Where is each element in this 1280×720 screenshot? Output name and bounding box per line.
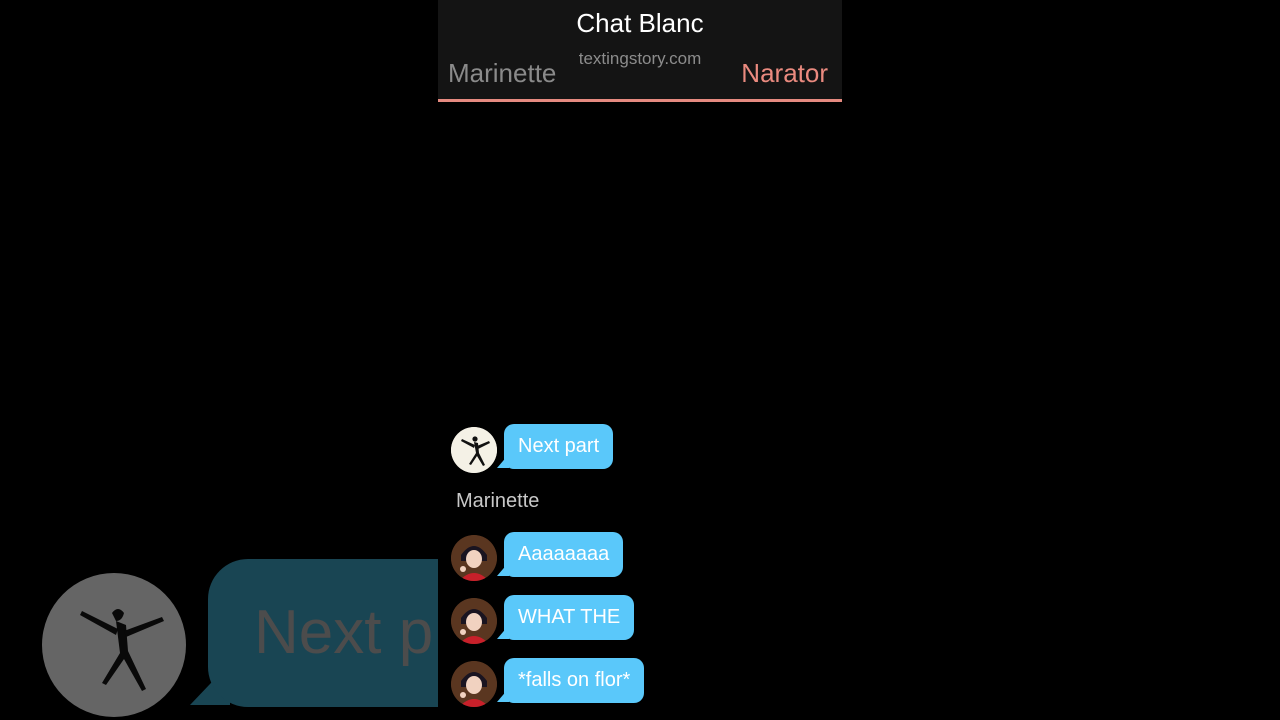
message-bubble: Next part — [504, 424, 614, 469]
site-watermark: textingstory.com — [578, 49, 702, 68]
message-bubble: Aaaaaaaa — [504, 532, 624, 577]
sender-label: Marinette — [456, 490, 540, 512]
tab-narator[interactable]: Narator — [741, 58, 828, 88]
dancer-avatar-icon — [451, 427, 497, 473]
chat-screen: Chat Blanc textingstory.com Marinette Na… — [438, 0, 842, 720]
dancer-avatar-icon — [42, 573, 186, 717]
header-divider — [438, 99, 842, 102]
tab-marinette[interactable]: Marinette — [448, 58, 557, 88]
background-bubble: Next p — [208, 559, 438, 707]
marinette-avatar-icon — [451, 535, 497, 581]
background-zoom: Next p — [0, 545, 438, 720]
message-bubble: WHAT THE — [504, 595, 635, 640]
marinette-avatar-icon — [451, 598, 497, 644]
chat-title: Chat Blanc — [576, 8, 704, 38]
message-bubble: *falls on flor* — [504, 658, 645, 703]
marinette-avatar-icon — [451, 661, 497, 707]
chat-header: Chat Blanc textingstory.com Marinette Na… — [438, 0, 842, 100]
